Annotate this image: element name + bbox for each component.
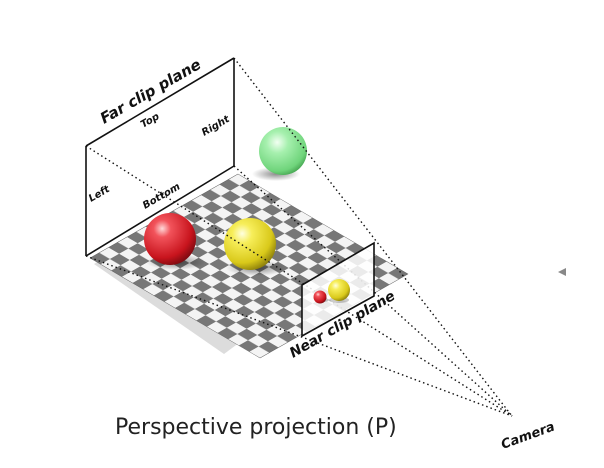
frustum-edges [85,57,513,417]
bottom-label: Bottom [141,181,182,211]
near-red-sphere [313,290,327,304]
red-sphere [144,213,196,265]
camera-label: Camera [499,420,557,453]
diagram-caption: Perspective projection (P) [115,415,397,440]
green-sphere [259,127,307,175]
right-label: Right [200,113,233,138]
yellow-sphere [224,218,276,270]
near-yellow-sphere [328,279,350,301]
left-label: Left [87,183,113,204]
edge-mark [558,268,566,276]
far-clip-plane [85,57,235,257]
near-clip-plane [301,241,375,338]
top-label: Top [139,111,161,130]
